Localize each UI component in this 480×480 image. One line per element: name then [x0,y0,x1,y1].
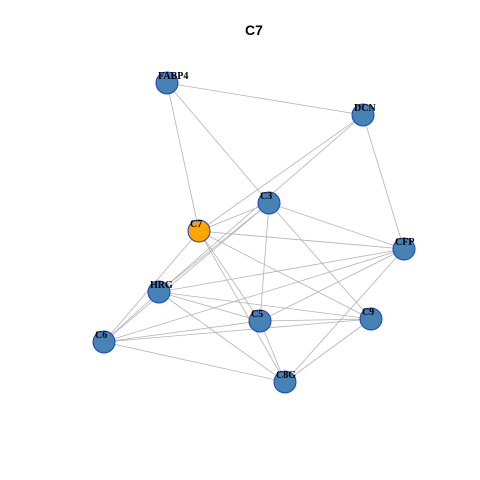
node-label-c6: C6 [95,330,107,341]
node-circle-c9 [359,307,383,331]
edges-layer [103,82,405,383]
node-c6: C6 [92,330,116,354]
node-cfp: CFP [392,237,416,261]
graph-title: C7 [245,22,263,38]
node-circle-dcn [351,103,375,127]
node-label-c8g: C8G [276,370,296,381]
edge-fabp4-c3 [166,82,270,204]
node-label-fabp4: FABP4 [158,71,188,82]
edge-cfp-hrg [158,248,405,293]
node-hrg: HRG [147,280,173,304]
edge-c7-c9 [198,230,372,320]
node-c9: C9 [359,307,383,331]
node-label-cfp: CFP [395,237,414,248]
edge-c9-c6 [103,318,372,343]
node-circle-c3 [257,191,281,215]
node-circle-c6 [92,330,116,354]
edge-c3-hrg [158,202,270,293]
edge-c3-cfp [268,202,405,250]
edge-hrg-c9 [158,291,372,320]
edge-c5-c9 [259,318,372,322]
node-circle-c8g [273,370,297,394]
node-label-c3: C3 [260,191,272,202]
edge-fabp4-c7 [166,82,200,232]
node-label-c7: C7 [190,219,202,230]
edge-cfp-c5 [259,248,405,322]
node-circle-c5 [248,309,272,333]
edge-c3-c5 [259,202,270,322]
edge-hrg-c5 [158,291,261,322]
edge-c3-c6 [103,202,270,343]
node-dcn: DCN [351,103,376,127]
node-circle-fabp4 [155,71,179,95]
edge-hrg-c8g [158,291,286,383]
node-c3: C3 [257,191,281,215]
node-c8g: C8G [273,370,297,394]
edge-cfp-c6 [103,248,405,343]
edge-fabp4-dcn [166,82,364,116]
node-circle-hrg [147,280,171,304]
node-label-hrg: HRG [150,280,173,291]
edge-c5-c6 [103,320,261,343]
node-c7: C7 [187,219,211,243]
edge-c7-cfp [198,230,405,250]
node-circle-c7 [187,219,211,243]
edge-dcn-c7 [198,114,364,232]
node-c5: C5 [248,309,272,333]
edge-c9-c8g [284,318,372,383]
edge-c7-c5 [198,230,261,322]
edge-c3-c7 [198,202,270,232]
edge-c7-c8g [198,230,286,383]
node-circle-cfp [392,237,416,261]
node-label-c9: C9 [362,307,374,318]
node-fabp4: FABP4 [155,71,188,95]
node-label-dcn: DCN [354,103,376,114]
edge-c3-c9 [268,202,372,320]
edge-hrg-c6 [103,291,160,343]
edge-dcn-cfp [362,114,405,250]
node-label-c5: C5 [251,309,263,320]
edge-c6-c8g [103,341,286,383]
